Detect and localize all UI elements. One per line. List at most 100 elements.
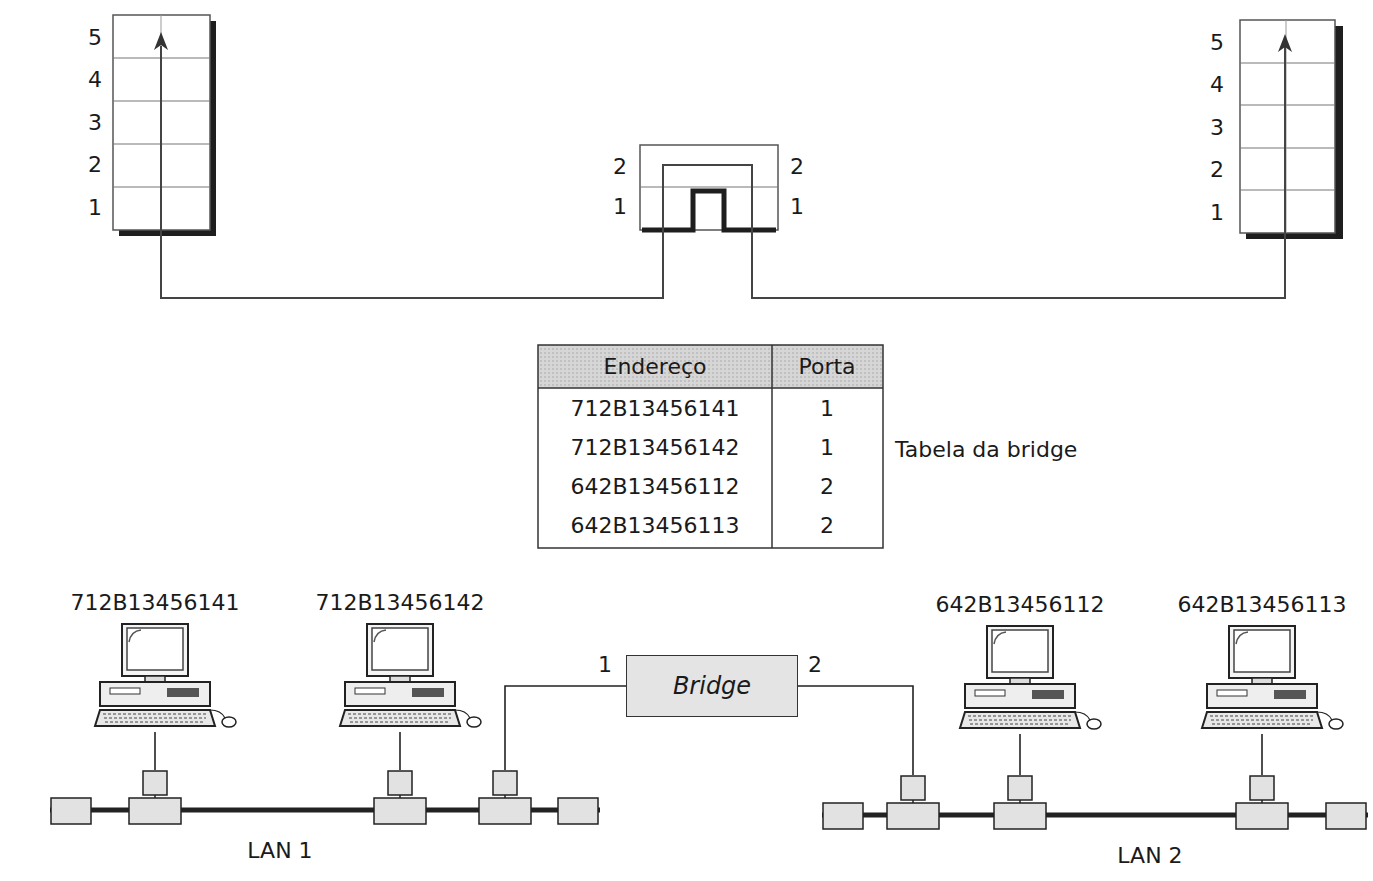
keyboard	[1202, 712, 1322, 728]
table-cell: 712B13456141	[570, 397, 739, 421]
key-row	[103, 713, 207, 714]
layer-number: 5	[88, 26, 102, 50]
mouse-cable	[210, 710, 225, 718]
disk-drive	[975, 690, 1005, 696]
lan-bus	[822, 775, 1368, 835]
table-cell: 1	[820, 436, 834, 460]
mouse-cable	[455, 710, 470, 718]
disk-drive	[355, 688, 385, 694]
key-row	[1212, 723, 1312, 724]
connector	[154, 732, 156, 770]
screen-glare	[374, 630, 386, 642]
layer-number: 1	[1210, 201, 1224, 225]
tap	[129, 798, 181, 824]
layer-number: 4	[1210, 73, 1224, 97]
key-row	[1211, 719, 1313, 720]
address-label: 712B13456141	[70, 590, 239, 616]
terminator	[558, 798, 598, 824]
mouse	[467, 717, 481, 727]
layer-number: 1	[790, 195, 804, 219]
layer-number: 2	[1210, 158, 1224, 182]
transceiver	[493, 771, 517, 795]
port-number: 2	[808, 653, 822, 677]
mouse-cable	[1075, 712, 1090, 720]
address-label: 642B13456113	[1177, 592, 1346, 618]
screen-glare	[994, 632, 1006, 644]
tap	[887, 803, 939, 829]
connector	[399, 732, 401, 770]
layer-number: 2	[790, 155, 804, 179]
key-row	[969, 719, 1071, 720]
key-row	[350, 721, 450, 722]
mouse	[222, 717, 236, 727]
layer-number: 1	[88, 196, 102, 220]
table-cell: Porta	[798, 355, 855, 379]
table-cell: 2	[820, 514, 834, 538]
arrowhead	[154, 32, 168, 50]
computer: 642B13456112	[931, 592, 1109, 734]
tap	[374, 798, 426, 824]
computer: 712B13456141	[66, 590, 244, 732]
lan-name: LAN 1	[247, 838, 312, 863]
system-unit	[345, 682, 455, 706]
terminator	[823, 803, 863, 829]
screen-glare	[1236, 632, 1248, 644]
mouse	[1329, 719, 1343, 729]
lan-segment: LAN 1	[50, 770, 600, 826]
layer-number: 3	[1210, 116, 1224, 140]
address-label: 712B13456142	[315, 590, 484, 616]
system-unit	[1207, 684, 1317, 708]
table-cell: 712B13456142	[570, 436, 739, 460]
disk-drive	[110, 688, 140, 694]
key-row	[968, 715, 1072, 716]
transceiver	[1008, 776, 1032, 800]
connector	[505, 686, 626, 770]
screen	[372, 628, 428, 670]
data-path	[161, 46, 1285, 298]
computer: 642B13456113	[1173, 592, 1351, 734]
layer-number: 2	[88, 153, 102, 177]
layer-number: 1	[613, 195, 627, 219]
monitor	[367, 624, 433, 676]
connector	[798, 686, 913, 775]
table-cell: 1	[820, 397, 834, 421]
lan-bus	[50, 770, 600, 830]
transceiver	[901, 776, 925, 800]
keyboard	[960, 712, 1080, 728]
mouse	[1087, 719, 1101, 729]
computer-icon	[1173, 624, 1351, 734]
tap	[1236, 803, 1288, 829]
screen-glare	[129, 630, 141, 642]
computer-icon	[66, 622, 244, 732]
screen	[127, 628, 183, 670]
protocol-stack	[113, 15, 216, 236]
mouse-cable	[1317, 712, 1332, 720]
table-cell: 642B13456112	[570, 475, 739, 499]
bridge-box: Bridge	[626, 655, 798, 717]
lan-name: LAN 2	[1117, 843, 1182, 868]
connector	[1261, 734, 1263, 775]
transceiver	[143, 771, 167, 795]
transceiver	[1250, 776, 1274, 800]
lan-segment: LAN 2	[822, 775, 1368, 831]
arrowhead	[1278, 34, 1292, 52]
layer-number: 5	[1210, 31, 1224, 55]
system-unit	[100, 682, 210, 706]
layer-number: 3	[88, 111, 102, 135]
connector	[1019, 734, 1021, 775]
key-row	[105, 721, 205, 722]
terminator	[1326, 803, 1366, 829]
system-unit	[965, 684, 1075, 708]
key-row	[1210, 715, 1314, 716]
front-panel	[1274, 690, 1306, 699]
layer-number: 4	[88, 68, 102, 92]
bridge-stack	[640, 145, 778, 230]
tap	[994, 803, 1046, 829]
computer-icon	[931, 624, 1109, 734]
table-caption: Tabela da bridge	[895, 438, 1077, 462]
keyboard	[95, 710, 215, 726]
key-row	[348, 713, 452, 714]
screen	[992, 630, 1048, 672]
table-cell: 2	[820, 475, 834, 499]
terminator	[51, 798, 91, 824]
